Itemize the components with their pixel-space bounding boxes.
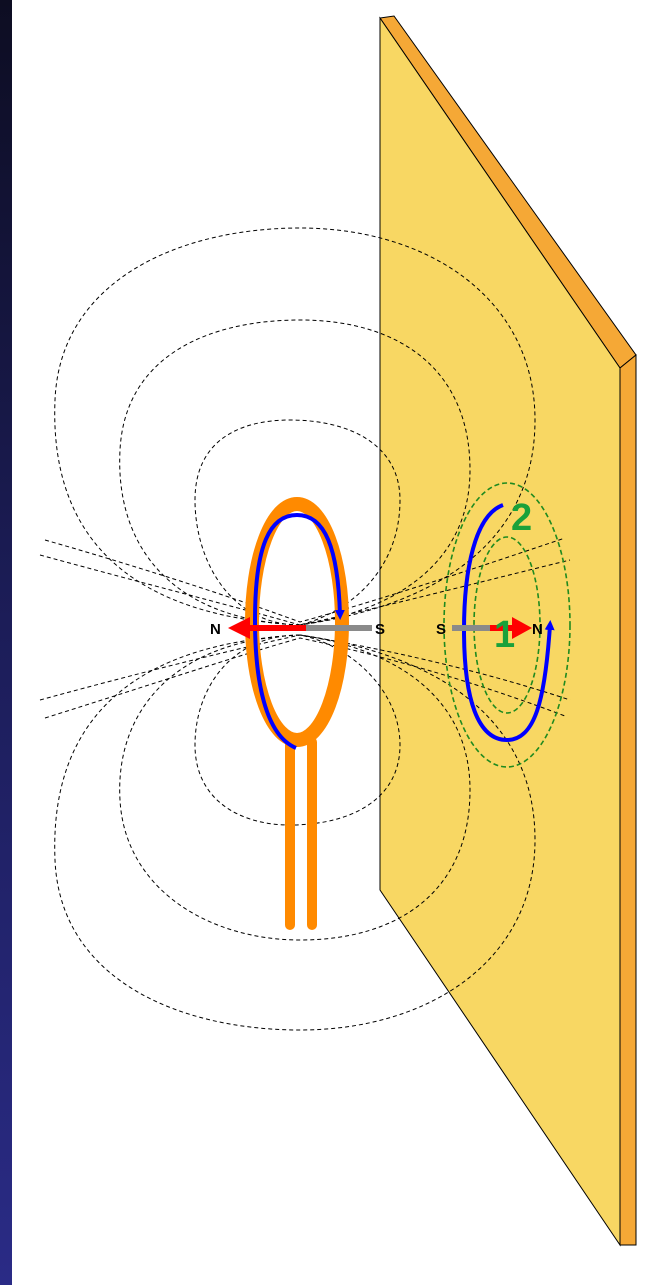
coil-current-arrow [252, 512, 345, 750]
eddy-loop-inner [473, 536, 541, 714]
field-line [194, 419, 401, 626]
plate-south-label: S [436, 621, 446, 638]
eddy-loop-outer [443, 482, 571, 768]
driving-coil [245, 497, 349, 930]
plate-right-edge [619, 353, 637, 1246]
plate-face [379, 16, 621, 1247]
eddy-loop-number-1: 1 [494, 614, 515, 656]
plate-north-arrowhead [512, 617, 532, 639]
eddy-current-loops [443, 482, 571, 768]
plate-magnet-indicator: S N [436, 617, 543, 639]
field-line [194, 634, 401, 826]
field-line [119, 634, 471, 941]
coil-magnet-indicator: N S [210, 617, 385, 639]
plate-north-label: N [532, 621, 543, 638]
plate-current-arrow [461, 503, 555, 743]
coil-north-arrowhead [228, 617, 250, 639]
coil-north-label: N [210, 621, 221, 638]
field-line [44, 537, 566, 623]
coil-loop [245, 497, 349, 747]
field-line [39, 634, 571, 701]
eddy-loop-number-2: 2 [511, 497, 532, 539]
coil-south-label: S [375, 621, 385, 638]
field-line [119, 319, 471, 626]
field-line [54, 227, 536, 626]
field-line [54, 634, 536, 1031]
conductive-plate [379, 15, 637, 1247]
field-line [44, 637, 566, 719]
